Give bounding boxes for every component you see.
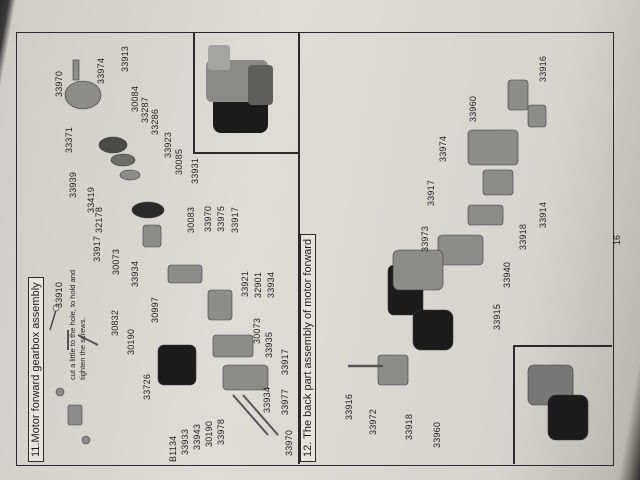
part-number: 32901	[253, 271, 263, 298]
part-number: 33918	[404, 413, 414, 440]
part-number: 33726	[142, 373, 152, 400]
part-number: 33287	[140, 96, 150, 123]
inset-bottom-top	[513, 345, 612, 347]
part-number: B1134	[168, 435, 178, 462]
inset-bottom-border	[513, 345, 515, 464]
part-number: 33918	[518, 223, 528, 250]
part-number: 30084	[130, 85, 140, 112]
section2-title: 12. The back part assembly of motor forw…	[300, 233, 316, 462]
section1-title: 11.Motor forward gearbox assembly	[28, 277, 44, 462]
part-number: 33914	[538, 201, 548, 228]
part-number: 33970	[284, 429, 294, 456]
part-number: 30190	[126, 328, 136, 355]
inset-motor-illustration	[206, 45, 273, 133]
part-number: 30190	[204, 420, 214, 447]
inset-top-bottom	[193, 152, 298, 154]
part-number: 33915	[492, 303, 502, 330]
part-number: 33960	[432, 421, 442, 448]
part-number: 30073	[111, 248, 121, 275]
exploded-diagram	[49, 45, 589, 445]
part-number: 33913	[120, 45, 130, 72]
part-number: 33931	[190, 157, 200, 184]
assembly-note-line-2: tighten the screws.	[78, 317, 87, 380]
part-number: 33921	[240, 270, 250, 297]
part-number: 33917	[92, 235, 102, 262]
part-number: 33933	[180, 428, 190, 455]
part-number: 30073	[252, 317, 262, 344]
part-number: 33960	[468, 95, 478, 122]
part-number: 33939	[68, 171, 78, 198]
part-number: 33917	[230, 206, 240, 233]
section-divider	[298, 32, 300, 464]
part-number: 33970	[203, 205, 213, 232]
part-number: 33917	[280, 348, 290, 375]
part-number: 33371	[64, 126, 74, 153]
part-number: 33974	[96, 57, 106, 84]
part-number: 30832	[110, 309, 120, 336]
part-number: 33970	[54, 70, 64, 97]
part-number: 33934	[262, 386, 272, 413]
part-number: 30085	[174, 148, 184, 175]
part-number: 33978	[216, 418, 226, 445]
section2-parts	[348, 79, 589, 441]
part-number: 33973	[420, 225, 430, 252]
part-number: 33923	[163, 131, 173, 158]
part-number: 32178	[94, 206, 104, 233]
part-number: 33934	[266, 271, 276, 298]
manual-page: 11.Motor forward gearbox assembly cut a …	[8, 0, 622, 480]
part-number: 33974	[438, 135, 448, 162]
part-number: 33940	[502, 261, 512, 288]
part-number: 33916	[344, 393, 354, 420]
section1-parts	[49, 59, 279, 445]
part-number: 33935	[264, 331, 274, 358]
inset-top-border	[193, 32, 195, 152]
part-number: 33943	[192, 423, 202, 450]
part-number: 33977	[280, 388, 290, 415]
part-number: 33916	[538, 55, 548, 82]
part-number: 30997	[150, 296, 160, 323]
assembly-note-line-1: cut a little to the hole, to hold and	[68, 269, 77, 380]
part-number: 30083	[186, 206, 196, 233]
page-number: 16	[612, 234, 622, 245]
page-border	[16, 32, 614, 466]
part-number: 33917	[426, 179, 436, 206]
part-number: 33975	[216, 205, 226, 232]
part-number: 33286	[150, 108, 160, 135]
part-number: 33910	[54, 281, 64, 308]
part-number: 33972	[368, 408, 378, 435]
part-number: 33934	[130, 260, 140, 287]
